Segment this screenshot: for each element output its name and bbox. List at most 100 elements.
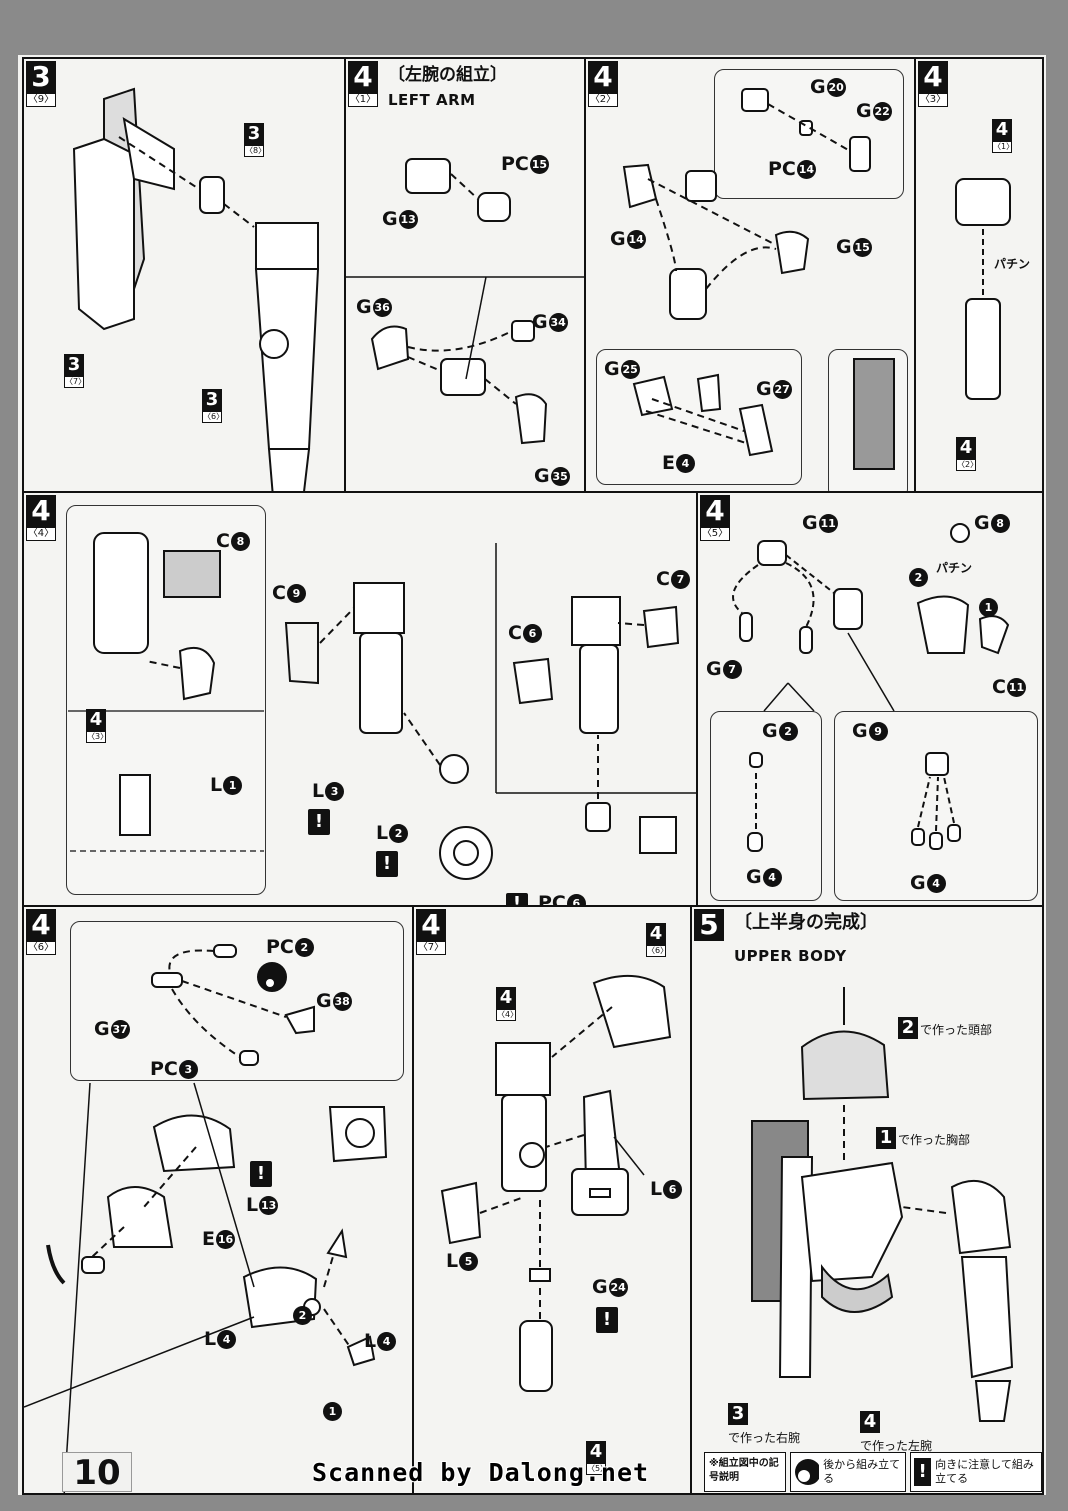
page-number: 10 [62,1452,132,1493]
panel-step-3-9: 3 〈9〉 3 〈8〉 3 〈7〉 [22,57,346,493]
shoulder-parts-diagram [24,944,388,1493]
ref-3-8: 3 〈8〉 [244,123,267,157]
hand-parts-diagram [732,523,1010,852]
snap-sound-text: パチン [994,257,1031,271]
marker-2: 2 [292,1305,312,1325]
note-left-arm: で作った左腕 [860,1439,933,1453]
panel-title: 〔左腕の組立〕 [388,65,507,85]
step-badge: 4 〈6〉 [26,908,56,955]
panel-subtitle: LEFT ARM [388,91,476,109]
ref-3-6: 3 〈6〉 [202,389,225,423]
ref-4-5: 4〈5〉 [586,1441,609,1475]
panel-step-5-upper-body: 5 〔上半身の完成〕 UPPER BODY 2 で作った頭部 [690,905,1044,1495]
caution-icon: ! [506,893,528,905]
ref-5-1: 1 [876,1127,896,1149]
step-badge: 5 [694,909,724,941]
panel-step-4-4: 4 〈4〉 [22,491,698,907]
instruction-sheet: 3 〈9〉 3 〈8〉 3 〈7〉 [18,55,1046,1495]
step-badge: 4 〈4〉 [26,494,56,541]
rotate-later-icon [795,1459,820,1485]
panel-subtitle: UPPER BODY [734,947,847,965]
snap-sound-text: パチン [936,561,973,575]
ref-5-3: 3 [728,1403,748,1425]
step-badge: 4 〈2〉 [588,60,618,107]
caution-icon: ! [376,851,398,877]
ref-4-1: 4〈1〉 [992,119,1015,153]
panel-step-4-3: 4 〈3〉 4〈1〉 パチン 4〈2〉 [914,57,1044,493]
legend-caution: ! 向きに注意して組み立てる [910,1452,1042,1492]
panel-step-4-6: 4 〈6〉 [22,905,414,1495]
caution-icon: ! [914,1458,932,1486]
upper-body-assembly-diagram [751,987,1014,1422]
arm-join-diagram [955,178,1011,400]
forearm-armor-diagram [68,532,696,880]
step-sub: 〈9〉 [26,93,56,107]
note-head: で作った頭部 [920,1023,993,1037]
panel-step-4-2: 4 〈2〉 [584,57,916,493]
panel-step-4-5: 4 〈5〉 [696,491,1044,907]
panel-step-4-7: 4 〈7〉 [412,905,692,1495]
marker-2: 2 [908,567,928,587]
ref-5-2: 2 [898,1017,918,1039]
legend-rotate-later: 後から組み立てる [790,1452,906,1492]
ref-3-7: 3 〈7〉 [64,354,87,388]
step-badge: 4 〈3〉 [918,60,948,107]
ref-4-2: 4〈2〉 [956,437,979,471]
step-number: 3 [26,61,56,93]
marker-1: 1 [322,1401,342,1421]
elbow-parts-diagram [622,88,895,470]
step-badge: 4 〈5〉 [700,494,730,541]
legend-title-box: ※組立図中の記号説明 [704,1452,786,1492]
marker-1: 1 [978,597,998,617]
ref-4-6: 4〈6〉 [646,923,669,957]
caution-icon: ! [308,809,330,835]
panel-title: 〔上半身の完成〕 [734,912,878,933]
left-arm-armor-diagram [440,974,672,1392]
caution-icon: ! [596,1307,618,1333]
ref-4-4: 4〈4〉 [496,987,519,1021]
caution-icon: ! [250,1161,272,1187]
ref-4-3: 4〈3〉 [86,709,109,743]
left-arm-parts-diagram [346,158,584,445]
step-badge: 4 〈7〉 [416,908,446,955]
step-badge: 4 〈1〉 [348,60,378,107]
step-badge: 3 〈9〉 [26,61,56,107]
